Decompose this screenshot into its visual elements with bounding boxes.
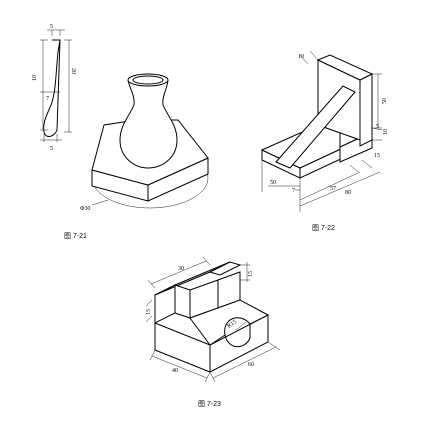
dim-label: 40 <box>172 368 178 374</box>
figure-7-21: 5 10 20 7 5 Φ30 图 7-21 <box>32 24 209 240</box>
dim-label: 5 <box>50 24 53 30</box>
vertical-wall-side <box>359 73 373 147</box>
dim-label: 50 <box>382 98 388 104</box>
dim-label: 60 <box>248 362 254 368</box>
dim-label: 7 <box>46 96 49 102</box>
dim-label: 10 <box>32 75 38 81</box>
dim-label: 20 <box>70 68 76 74</box>
dim-label: 15 <box>146 309 152 315</box>
dim-label: R15 <box>226 319 238 330</box>
figure-7-22: 10 50 5 15 10 50 7 57 80 图 7-22 <box>260 50 389 232</box>
dim-label: 15 <box>374 153 380 159</box>
dim-label: 57 <box>330 186 336 192</box>
vase-body <box>119 73 178 169</box>
dim-label: 50 <box>270 180 276 186</box>
rib <box>275 85 356 169</box>
figure-7-23: 30 15 15 R15 40 60 图 7-23 <box>145 256 281 408</box>
dim-label: Φ30 <box>80 206 90 212</box>
right-step-top <box>189 299 270 346</box>
figure-caption: 图 7-22 <box>312 224 335 232</box>
dim-label: 80 <box>345 190 351 196</box>
dim-label: 15 <box>248 271 254 277</box>
dim-label: 7 <box>292 188 295 194</box>
figure-caption: 图 7-23 <box>198 400 221 408</box>
dim-label: 10 <box>298 54 304 60</box>
dim-label: 5 <box>50 146 53 152</box>
vase-profile-sketch <box>40 29 72 142</box>
dim-label: 10 <box>383 129 389 135</box>
diameter-leader <box>91 199 109 206</box>
dim-label: 5 <box>376 124 379 130</box>
figure-caption: 图 7-21 <box>64 232 87 240</box>
dim-label: 30 <box>178 266 184 272</box>
